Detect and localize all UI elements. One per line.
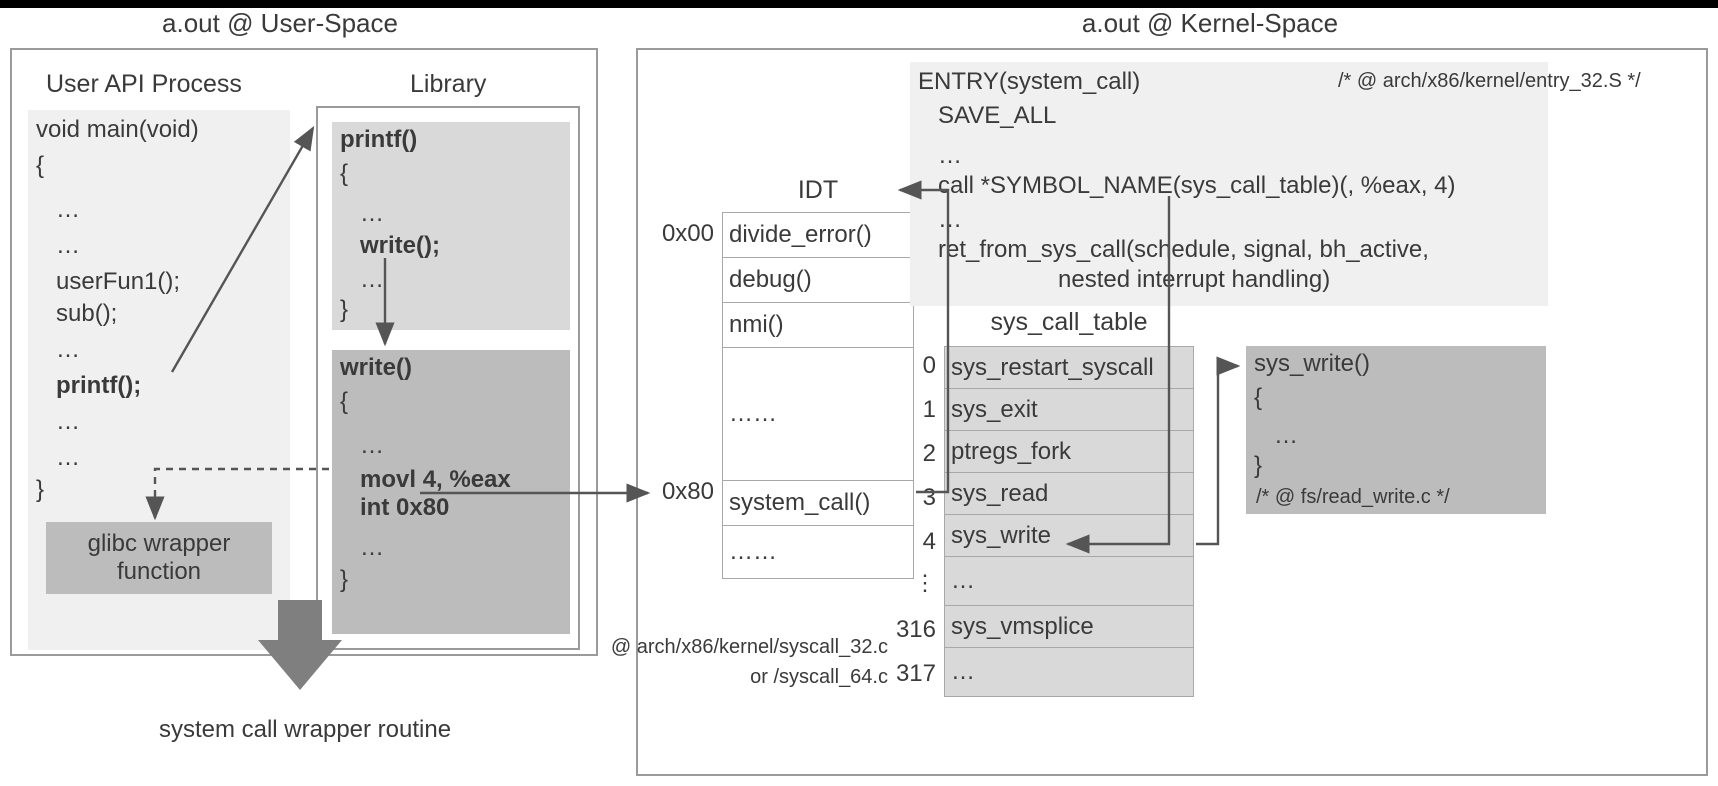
- code-line: {: [36, 152, 45, 179]
- code-line: userFun1();: [36, 268, 181, 295]
- code-line: …: [340, 432, 385, 459]
- code-line: {: [340, 388, 349, 415]
- sct-row-cell: sys_exit: [944, 388, 1194, 431]
- code-line: sub();: [36, 300, 118, 327]
- code-line: sys_write(): [1254, 350, 1371, 377]
- glibc-wrapper-box: glibc wrapper function: [46, 522, 272, 594]
- kernel-space-title: a.out @ Kernel-Space: [1081, 8, 1339, 38]
- sys-call-table-footnote-2: or /syscall_64.c: [750, 666, 888, 688]
- code-line: }: [340, 296, 349, 323]
- code-line: }: [36, 476, 45, 503]
- code-line: SAVE_ALL: [918, 102, 1057, 129]
- sys-write-block: sys_write() { … } /* @ fs/read_write.c *…: [1246, 346, 1546, 514]
- code-line: write(): [340, 354, 412, 381]
- printf-code-block: printf() { … write(); … }: [332, 122, 570, 330]
- user-space-title: a.out @ User-Space: [162, 8, 398, 38]
- code-line: {: [340, 160, 349, 187]
- sct-index-ellipsis: ⋮: [914, 570, 936, 595]
- code-line: …: [918, 206, 963, 233]
- sys-call-table: sys_restart_syscall sys_exit ptregs_fork…: [944, 346, 1194, 697]
- code-line: …: [36, 232, 81, 259]
- sct-index-317: 317: [895, 660, 936, 687]
- sys-call-table-title: sys_call_table: [990, 308, 1148, 336]
- code-line: …: [36, 408, 81, 435]
- entry-source-comment: /* @ arch/x86/kernel/entry_32.S */: [1338, 70, 1641, 92]
- sct-index-1: 1: [922, 396, 936, 423]
- code-line-write-call: write();: [340, 232, 440, 259]
- idt-row-cell: ……: [722, 347, 914, 481]
- idt-row-cell-system-call: system_call(): [722, 480, 914, 526]
- idt-index-0x00: 0x00: [661, 220, 714, 247]
- sct-row-cell-sys-write: sys_write: [944, 514, 1194, 557]
- code-line: …: [918, 142, 963, 169]
- sct-index-3: 3: [922, 484, 936, 511]
- code-line: …: [36, 336, 81, 363]
- sct-index-2: 2: [922, 440, 936, 467]
- sct-index-0: 0: [922, 352, 936, 379]
- code-line-ret-from-sys-call: ret_from_sys_call(schedule, signal, bh_a…: [918, 236, 1429, 263]
- code-line: ENTRY(system_call): [918, 68, 1141, 95]
- library-label: Library: [410, 70, 487, 98]
- code-line: …: [36, 196, 81, 223]
- idt-row-cell: ……: [722, 525, 914, 579]
- sct-index-4: 4: [922, 528, 936, 555]
- code-line: …: [340, 534, 385, 561]
- sys-call-table-footnote-1: @ arch/x86/kernel/syscall_32.c: [610, 636, 888, 658]
- idt-title: IDT: [797, 176, 839, 204]
- sct-row-cell: …: [944, 556, 1194, 606]
- sct-row-cell: sys_restart_syscall: [944, 346, 1194, 389]
- code-line: }: [340, 566, 349, 593]
- code-line-printf-call: printf();: [36, 372, 142, 399]
- glibc-wrapper-line1: glibc wrapper: [87, 530, 231, 557]
- code-line: void main(void): [36, 116, 199, 143]
- code-line: …: [36, 444, 81, 471]
- code-line: …: [340, 200, 385, 227]
- sct-row-cell: ptregs_fork: [944, 430, 1194, 473]
- idt-row-cell: divide_error(): [722, 212, 914, 258]
- glibc-wrapper-line2: function: [116, 558, 202, 585]
- entry-system-call-block: ENTRY(system_call) SAVE_ALL … call *SYMB…: [910, 62, 1548, 306]
- code-line: nested interrupt handling): [918, 266, 1331, 293]
- sct-row-cell: sys_read: [944, 472, 1194, 515]
- code-line-call-sys-call-table: call *SYMBOL_NAME(sys_call_table)(, %eax…: [918, 172, 1456, 199]
- code-line: printf(): [340, 126, 418, 153]
- idt-index-0x80: 0x80: [661, 478, 714, 505]
- user-api-process-label: User API Process: [46, 70, 242, 98]
- sys-write-source-comment: /* @ fs/read_write.c */: [1256, 486, 1450, 508]
- idt-table: divide_error() debug() nmi() …… system_c…: [722, 212, 914, 579]
- top-black-bar: [0, 0, 1718, 8]
- code-line: …: [340, 266, 385, 293]
- write-code-block: write() { … movl 4, %eax int 0x80 … }: [332, 350, 570, 634]
- code-line: {: [1254, 384, 1263, 411]
- code-line: …: [1254, 422, 1299, 449]
- code-line-int80: int 0x80: [340, 494, 450, 521]
- code-line-movl: movl 4, %eax: [340, 466, 511, 493]
- code-line: }: [1254, 452, 1263, 479]
- idt-row-cell: debug(): [722, 257, 914, 303]
- sct-row-cell: sys_vmsplice: [944, 605, 1194, 648]
- sct-row-cell: …: [944, 647, 1194, 697]
- system-call-wrapper-caption: system call wrapper routine: [158, 716, 452, 743]
- idt-row-cell: nmi(): [722, 302, 914, 348]
- sct-index-316: 316: [895, 616, 936, 643]
